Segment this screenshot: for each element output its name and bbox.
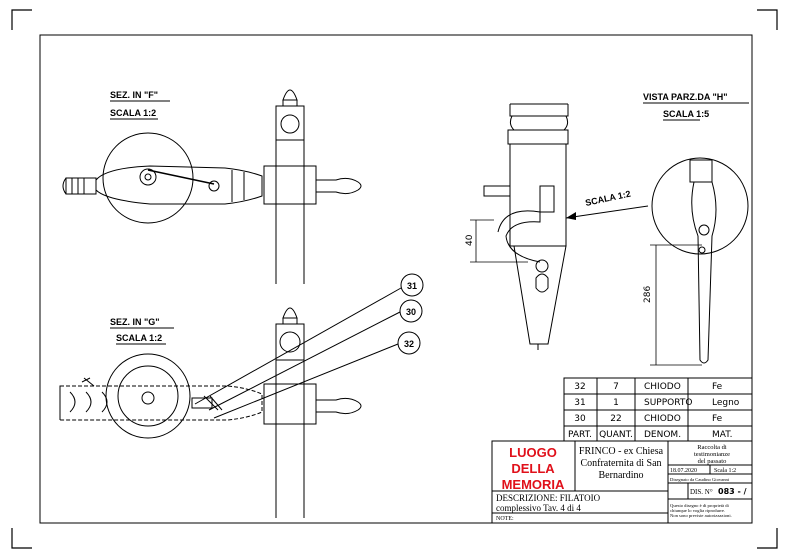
- dis-number-label: DIS. N°: [690, 488, 713, 496]
- part-row-3-mat: Fe: [712, 414, 723, 424]
- detail-arrow: [565, 205, 649, 219]
- part-row-3-name: CHIODO: [644, 414, 681, 424]
- description-line-2: complessivo Tav. 4 di 4: [496, 503, 581, 513]
- part-row-3-qty: 22: [610, 414, 621, 424]
- sez-g-title: SEZ. IN "G": [110, 317, 160, 327]
- disclaimer-line-3: Non sono previste autorizzazioni.: [670, 513, 732, 518]
- title-block: [491, 440, 753, 524]
- logo-line-1: LUOGO: [509, 445, 557, 460]
- part-row-2-mat: Legno: [712, 398, 740, 408]
- logo-luogo-della-memoria: LUOGO DELLA MEMORIA: [502, 445, 565, 492]
- section-f-view: [62, 89, 362, 284]
- parts-header-part: PART.: [568, 430, 592, 440]
- dimension-40: [470, 219, 528, 263]
- collection-line-2: testimonianze: [694, 451, 730, 458]
- balloon-31: 31: [400, 273, 424, 297]
- dimension-40-label: 40: [465, 234, 475, 246]
- balloon-leaders: [194, 287, 402, 419]
- balloon-31-label: 31: [407, 281, 417, 291]
- part-row-2-part: 31: [574, 398, 585, 408]
- notes-label: NOTE:: [496, 516, 514, 522]
- balloon-30-label: 30: [406, 307, 416, 317]
- balloon-30: 30: [399, 299, 423, 323]
- sez-f-scale: SCALA 1:2: [110, 108, 156, 118]
- part-row-2-qty: 1: [613, 398, 619, 408]
- part-row-3-part: 30: [574, 414, 586, 424]
- drawing-date: 18.07.2020: [670, 468, 697, 474]
- part-row-2-name: SUPPORTO: [644, 398, 692, 408]
- dimension-286: [650, 244, 702, 366]
- parts-list-table: [563, 377, 753, 442]
- part-row-1-mat: Fe: [712, 382, 723, 392]
- vista-h-title: VISTA PARZ.DA "H": [643, 92, 728, 102]
- parts-rows: 32 7 CHIODO Fe 31 1 SUPPORTO Legno 30 22…: [568, 382, 740, 440]
- detail-arrow-head: [566, 212, 576, 220]
- disclaimer-line-1: Questo disegno è di proprietà di: [670, 503, 730, 508]
- section-g-view: [59, 307, 362, 518]
- sez-g-scale: SCALA 1:2: [116, 333, 162, 343]
- balloon-32: 32: [397, 331, 421, 355]
- subject-line-1: FRINCO - ex Chiesa: [579, 446, 664, 457]
- side-view: [483, 103, 569, 350]
- description-label: DESCRIZIONE: FILATOIO: [496, 493, 601, 503]
- subject-line-2: Confraternita di San: [580, 458, 661, 469]
- corner-marks: [11, 9, 778, 549]
- part-row-1-part: 32: [574, 382, 585, 392]
- dis-number-value: 083 - /: [718, 487, 747, 496]
- vista-h-scale: SCALA 1:5: [663, 109, 709, 119]
- sez-f-title: SEZ. IN "F": [110, 90, 158, 100]
- parts-header-name: DENOM.: [644, 430, 681, 440]
- vista-h-view: [651, 157, 749, 364]
- part-row-1-qty: 7: [613, 382, 619, 392]
- disclaimer-line-2: chiunque lo voglia riprodurre.: [670, 508, 725, 513]
- parts-header-mat: MAT.: [712, 430, 733, 440]
- part-row-1-name: CHIODO: [644, 382, 681, 392]
- collection: Raccolta di testimonianze del passato: [694, 444, 730, 465]
- collection-line-3: del passato: [698, 458, 727, 465]
- parts-header-qty: QUANT.: [599, 430, 633, 440]
- subject-line-3: Bernardino: [599, 470, 644, 481]
- dimension-286-label: 286: [643, 286, 653, 303]
- drawing-scale: Scala 1:2: [714, 468, 736, 474]
- drawing-author: Disegnato da Caudino Giovanni: [670, 477, 730, 482]
- drawing-border: [39, 34, 753, 524]
- collection-line-1: Raccolta di: [697, 444, 727, 451]
- logo-line-3: MEMORIA: [502, 477, 565, 492]
- logo-line-2: DELLA: [511, 461, 555, 476]
- balloon-32-label: 32: [404, 339, 414, 349]
- detail-scale: SCALA 1:2: [584, 189, 631, 208]
- subject: FRINCO - ex Chiesa Confraternita di San …: [579, 446, 664, 481]
